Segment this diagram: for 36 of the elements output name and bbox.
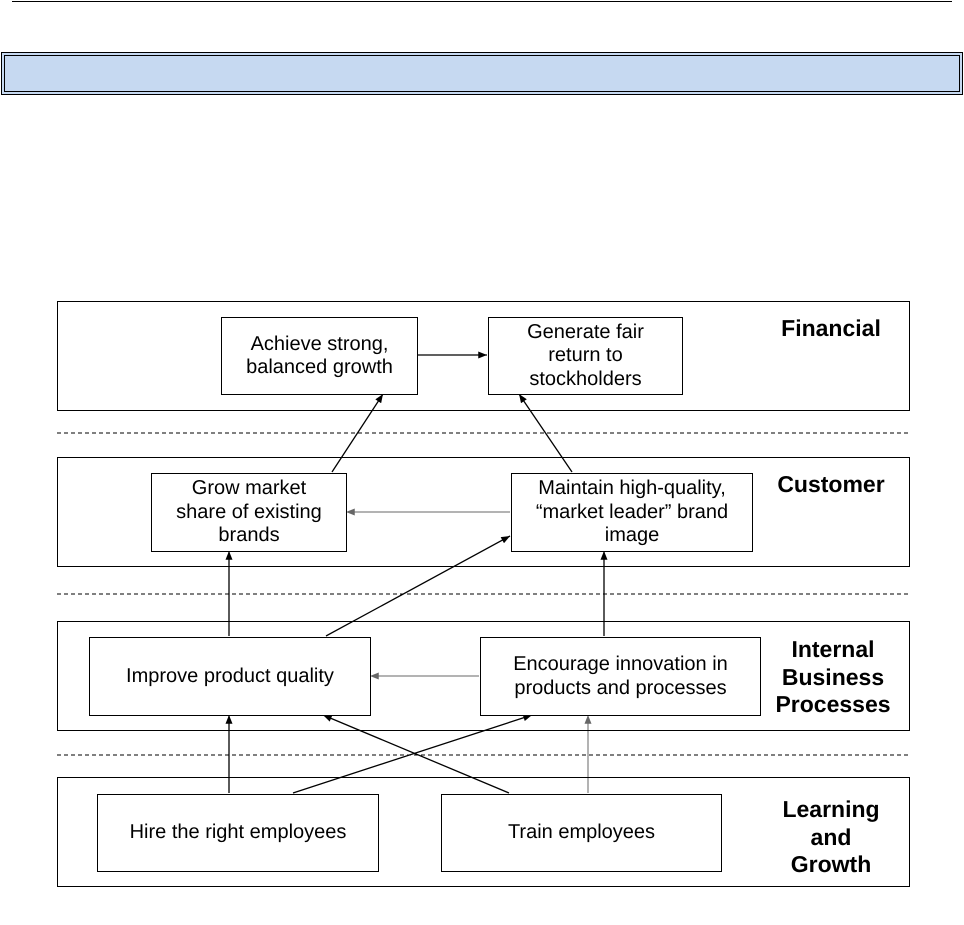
objective-text: Encourage innovation in products and processes	[512, 653, 729, 700]
perspective-band	[57, 621, 910, 731]
perspective-band	[57, 301, 910, 411]
perspective-heading: Learning and Growth	[781, 796, 881, 878]
arrow	[417, 352, 487, 358]
arrow	[370, 672, 480, 680]
arrow	[331, 394, 384, 472]
arrow	[600, 551, 608, 636]
arrow	[226, 715, 232, 793]
arrow	[292, 714, 532, 794]
objective-box	[488, 317, 683, 395]
objective-box	[480, 637, 761, 716]
objective-box	[511, 473, 753, 552]
objective-text: Grow market share of existing brands	[175, 477, 323, 548]
objective-text: Train employees	[508, 821, 656, 845]
arrow	[226, 551, 232, 636]
objective-text: Achieve strong, balanced growth	[245, 332, 394, 380]
arrow	[518, 394, 573, 472]
arrow	[322, 714, 510, 794]
perspective-heading: Customer	[777, 471, 885, 498]
perspective-band	[57, 777, 910, 887]
objective-box	[97, 794, 379, 872]
arrow	[326, 535, 510, 637]
arrow	[346, 508, 510, 516]
objective-box	[441, 794, 722, 872]
objective-text: Improve product quality	[126, 664, 334, 688]
perspective-heading: Financial	[781, 315, 881, 342]
perspective-band	[57, 457, 910, 567]
objective-text: Hire the right employees	[130, 821, 346, 845]
objective-box	[151, 473, 347, 552]
objective-box	[89, 637, 371, 716]
arrow	[584, 714, 592, 794]
objective-text: Maintain high-quality, “market leader” brand image	[534, 477, 730, 548]
objective-text: Generate fair return to stockholders	[526, 320, 645, 392]
objective-box	[221, 317, 418, 395]
perspective-heading: Internal Business Processes	[774, 636, 892, 718]
